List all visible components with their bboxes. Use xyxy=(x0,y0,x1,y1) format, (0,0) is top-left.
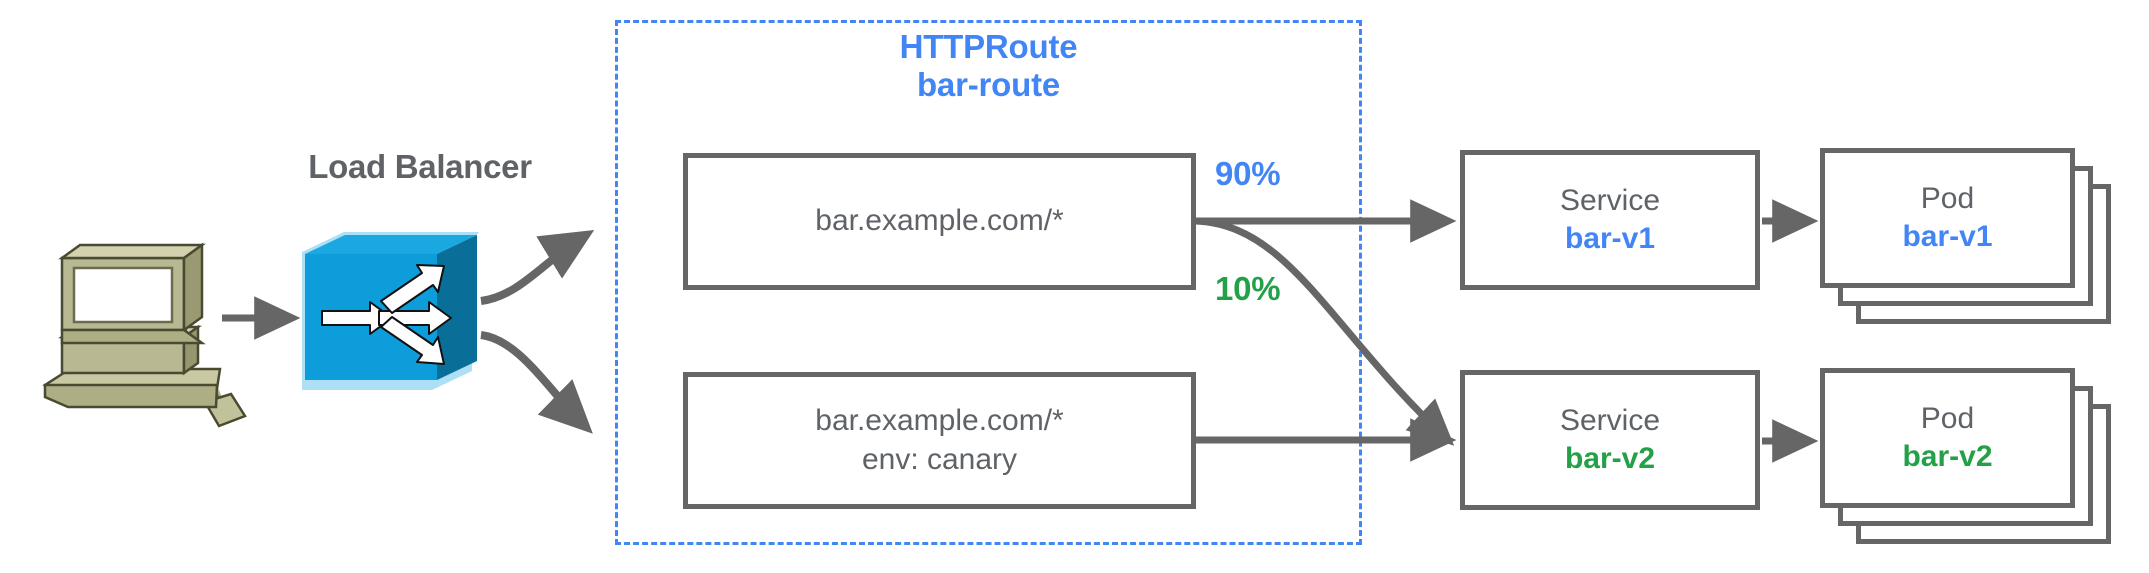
service-kind-label-v2: Service xyxy=(1559,403,1661,437)
httproute-title: HTTPRoute bar-route xyxy=(615,28,1362,104)
route-rule-box-canary[interactable]: bar.example.com/* env: canary xyxy=(683,372,1196,509)
route-match-hostname-canary: bar.example.com/* xyxy=(815,404,1064,438)
route-rule-box-primary[interactable]: bar.example.com/* xyxy=(683,153,1196,290)
load-balancer-label: Load Balancer xyxy=(308,148,532,185)
service-name-label-v2: bar-v2 xyxy=(1564,442,1656,475)
weight-label-canary: 10% xyxy=(1215,270,1281,307)
pod-box-bar-v2[interactable]: Pod bar-v2 xyxy=(1820,368,2075,508)
weight-label-primary: 90% xyxy=(1215,155,1281,192)
pod-kind-label-v1: Pod xyxy=(1920,181,1975,215)
load-balancer-icon xyxy=(302,232,479,390)
pod-stack-bar-v2[interactable]: Pod bar-v2 xyxy=(1820,368,2111,544)
route-match-hostname-primary: bar.example.com/* xyxy=(815,204,1064,238)
httproute-kind-label: HTTPRoute xyxy=(899,28,1078,65)
service-name-label-v1: bar-v1 xyxy=(1564,222,1656,255)
service-box-bar-v2[interactable]: Service bar-v2 xyxy=(1460,370,1760,510)
route-match-header-canary: env: canary xyxy=(861,442,1018,476)
pod-kind-label-v2: Pod xyxy=(1920,401,1975,435)
pod-name-label-v1: bar-v1 xyxy=(1902,220,1993,253)
service-kind-label-v1: Service xyxy=(1559,183,1661,217)
httproute-name-label: bar-route xyxy=(916,65,1061,103)
service-box-bar-v1[interactable]: Service bar-v1 xyxy=(1460,150,1760,290)
pod-box-bar-v1[interactable]: Pod bar-v1 xyxy=(1820,148,2075,288)
desktop-computer-icon xyxy=(42,242,247,428)
pod-name-label-v2: bar-v2 xyxy=(1902,440,1993,473)
pod-stack-bar-v1[interactable]: Pod bar-v1 xyxy=(1820,148,2111,324)
